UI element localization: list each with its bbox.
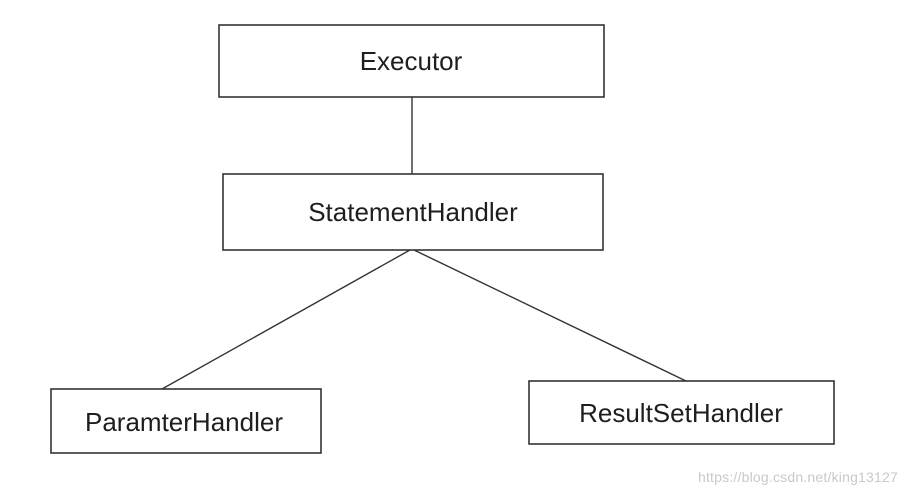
node-paramter-handler-box (50, 388, 322, 454)
node-paramter-handler-label: ParamterHandler (85, 407, 283, 437)
node-executor: Executor (218, 24, 605, 98)
node-result-set-handler: ResultSetHandler (528, 380, 835, 445)
edge-statement-handler-to-result-set-handler (413, 249, 687, 382)
node-executor-label: Executor (360, 46, 463, 76)
node-statement-handler: StatementHandler (222, 173, 604, 251)
edge-statement-handler-to-paramter-handler (161, 249, 411, 390)
node-result-set-handler-label: ResultSetHandler (579, 398, 783, 428)
node-paramter-handler: ParamterHandler (50, 388, 322, 454)
node-executor-box (218, 24, 605, 98)
node-result-set-handler-box (528, 380, 835, 445)
watermark-text: https://blog.csdn.net/king13127 (697, 469, 898, 485)
node-statement-handler-box (222, 173, 604, 251)
node-statement-handler-label: StatementHandler (308, 197, 518, 227)
